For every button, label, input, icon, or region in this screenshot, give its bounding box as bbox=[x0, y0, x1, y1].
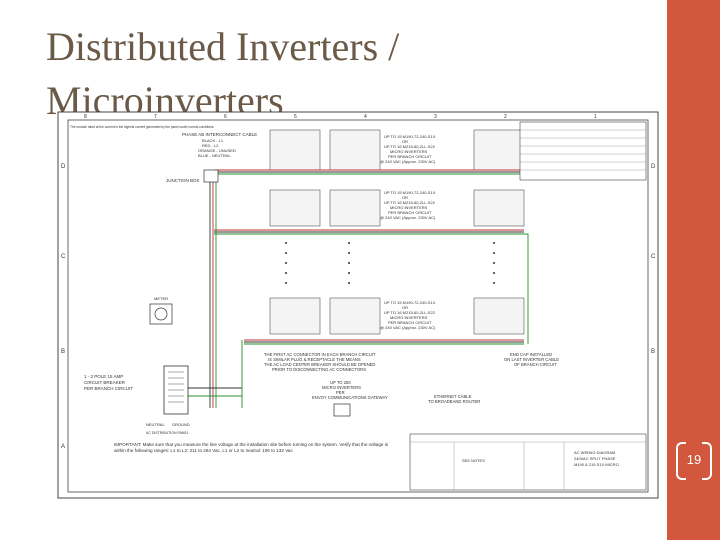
branch-note-line: MICRO INVERTERS bbox=[390, 315, 428, 320]
col-number: 3 bbox=[434, 114, 437, 120]
envoy-gateway-icon bbox=[333, 403, 351, 417]
ethernet-line: TO BROADBAND ROUTER bbox=[428, 399, 480, 404]
col-number: 7 bbox=[154, 114, 157, 120]
branch-note-3: UP TO 15 M190-72-240-S1X OR UP TO 16 M21… bbox=[380, 300, 436, 330]
row-letter: B bbox=[61, 349, 65, 355]
meter-box bbox=[149, 303, 173, 325]
junction-box bbox=[203, 169, 219, 183]
ground-label: GROUND bbox=[172, 422, 190, 427]
branch-note-line: PER BRANCH CIRCUIT bbox=[388, 320, 432, 325]
bracket-left-icon bbox=[676, 442, 686, 480]
branch-note-line: MICRO INVERTERS bbox=[390, 149, 428, 154]
connector-note-line: PRIOR TO DISCONNECTING AC CONNECTORS bbox=[272, 367, 366, 372]
row-letter: C bbox=[651, 254, 656, 260]
breaker-label: PER BRANCH CIRCUIT bbox=[84, 386, 133, 391]
end-cap-line: OF BRANCH CIRCUIT bbox=[514, 362, 557, 367]
ethernet-line: ETHERNET CABLE bbox=[434, 394, 472, 399]
branch-note-line: PER BRANCH CIRCUIT bbox=[388, 210, 432, 215]
wire-color-label: ORANGE - UNUSED bbox=[198, 148, 236, 153]
branch-note-line: UP TO 15 M190-72-240-S1X bbox=[384, 300, 436, 305]
branch-note-line: @ 240 VAC (Approx. 230V AC) bbox=[380, 159, 436, 164]
slide-number: 19 bbox=[676, 442, 712, 480]
branch-note-line: MICRO INVERTERS bbox=[390, 205, 428, 210]
wire-color-label: BLUE - NEUTRAL bbox=[198, 153, 231, 158]
col-number: 1 bbox=[594, 114, 597, 120]
drawing-title-line: AC WIRING DIAGRAM bbox=[574, 450, 615, 455]
drawing-title-line: 240VAC SPLIT PHASE bbox=[574, 456, 616, 461]
branch-note-line: UP TO 16 M215-60-2LL-S22 bbox=[384, 200, 436, 205]
wiring-lines bbox=[174, 169, 529, 408]
breaker-label: 1 - 2 POLE 15 AMP bbox=[84, 374, 123, 379]
col-number: 6 bbox=[224, 114, 227, 120]
row-letter: B bbox=[651, 349, 655, 355]
branch-note-line: OR bbox=[402, 305, 408, 310]
branch-note-line: OR bbox=[402, 139, 408, 144]
panel-array-row-2 bbox=[269, 189, 525, 227]
column-numbers: 8 7 6 5 4 3 2 1 bbox=[84, 114, 597, 120]
envoy-label-line: ENVOY COMMUNICATIONS GATEWAY bbox=[312, 395, 388, 400]
branch-note-line: @ 240 VAC (Approx. 230V AC) bbox=[380, 215, 436, 220]
branch-note-line: UP TO 16 M215-60-2LL-S22 bbox=[384, 310, 436, 315]
end-cap-label: END CAP INSTALLED ON LAST INVERTER CABLE… bbox=[504, 352, 559, 367]
col-number: 4 bbox=[364, 114, 367, 120]
col-number: 8 bbox=[84, 114, 87, 120]
connector-note-line: THE FIRST AC CONNECTOR IN EACH BRANCH CI… bbox=[264, 352, 376, 357]
cable-label: PHASE AB INTERCONNECT CABLE bbox=[182, 132, 257, 137]
meter-label: METER bbox=[154, 296, 168, 301]
branch-note-line: UP TO 15 M190-72-240-S1X bbox=[384, 190, 436, 195]
panel-array-row-1 bbox=[269, 129, 525, 171]
row-letter: D bbox=[61, 164, 66, 170]
breaker-label: CIRCUIT BREAKER bbox=[84, 380, 126, 385]
row-letter: D bbox=[651, 164, 656, 170]
slide-title: Distributed Inverters / Microinverters bbox=[46, 20, 646, 128]
branch-note-1: UP TO 15 M190-72-240-S1X OR UP TO 16 M21… bbox=[380, 134, 436, 164]
col-number: 5 bbox=[294, 114, 297, 120]
envoy-label-line: UP TO 250 bbox=[330, 380, 351, 385]
meter-icon bbox=[154, 307, 168, 321]
neutral-label: NEUTRAL bbox=[146, 422, 165, 427]
revision-block bbox=[519, 121, 647, 181]
important-note-box: IMPORTANT: Make sure that you measure th… bbox=[114, 442, 389, 453]
panel-array-row-3 bbox=[269, 297, 525, 335]
branch-note-line: OR bbox=[402, 195, 408, 200]
end-cap-line: END CAP INSTALLED bbox=[510, 352, 552, 357]
important-note: IMPORTANT: Make sure that you measure th… bbox=[114, 442, 389, 453]
junction-box-label: JUNCTION BOX bbox=[166, 178, 200, 183]
row-letter: A bbox=[61, 444, 65, 450]
first-connector-note: THE FIRST AC CONNECTOR IN EACH BRANCH CI… bbox=[264, 352, 376, 372]
branch-note-line: PER BRANCH CIRCUIT bbox=[388, 154, 432, 159]
wiring-diagram-svg: 8 7 6 5 4 3 2 1 D C B A D C B The module… bbox=[57, 111, 659, 499]
envoy-label-line: MICRO INVERTERS bbox=[322, 385, 361, 390]
drawing-inner-frame bbox=[67, 119, 649, 493]
load-center-label: AC DISTRIBUTION PANEL bbox=[146, 431, 189, 435]
slide-number-text: 19 bbox=[686, 451, 702, 467]
envoy-label-line: PER bbox=[336, 390, 345, 395]
dotted-continuation bbox=[285, 242, 495, 284]
branch-note-2: UP TO 15 M190-72-240-S1X OR UP TO 16 M21… bbox=[380, 190, 436, 220]
connector-note-line: IS SIMILAR PLUG & RECEPTACLE THE MEANS bbox=[268, 357, 361, 362]
wire-color-label: BLACK - L1 bbox=[202, 138, 224, 143]
row-letter: C bbox=[61, 254, 66, 260]
breaker-rows bbox=[168, 371, 184, 403]
end-cap-line: ON LAST INVERTER CABLE bbox=[504, 357, 559, 362]
wire-color-label: RED - L2 bbox=[202, 143, 219, 148]
branch-note-line: UP TO 15 M190-72-240-S1X bbox=[384, 134, 436, 139]
connector-note-line: THE AC LOAD CENTER BREAKER SHOULD BE OPE… bbox=[264, 362, 375, 367]
slide-title-line-1: Distributed Inverters / bbox=[46, 24, 400, 69]
branch-note-line: UP TO 16 M215-60-2LL-S22 bbox=[384, 144, 436, 149]
col-number: 2 bbox=[504, 114, 507, 120]
branch-note-line: @ 240 VAC (Approx. 230V AC) bbox=[380, 325, 436, 330]
top-note: The module rated at the current is the h… bbox=[70, 125, 215, 129]
title-block bbox=[409, 433, 647, 491]
ethernet-label: ETHERNET CABLE TO BROADBAND ROUTER bbox=[428, 394, 480, 404]
bracket-right-icon bbox=[702, 442, 712, 480]
envoy-label: UP TO 250 MICRO INVERTERS PER ENVOY COMM… bbox=[312, 380, 388, 400]
drawing-title-line: M190 & 215 S1X MICRO bbox=[574, 462, 619, 467]
sheet-label: SEE NOTES bbox=[462, 458, 485, 463]
wiring-diagram: 8 7 6 5 4 3 2 1 D C B A D C B The module… bbox=[54, 108, 662, 502]
